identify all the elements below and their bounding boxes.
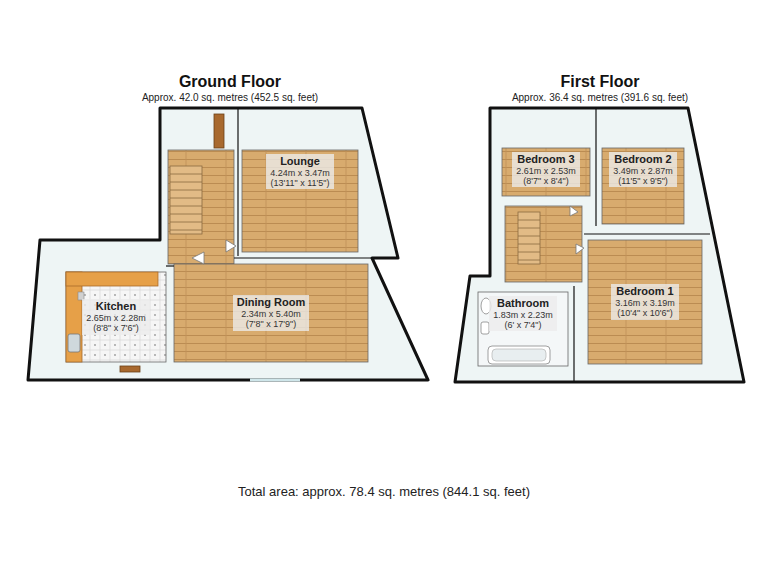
room-name: Lounge [270,155,330,168]
room-dimension: (10'4" x 10'6") [615,308,675,318]
bedroom-floor [502,148,590,196]
front-door [214,114,224,148]
room-label: Bedroom 13.16m x 3.19m(10'4" x 10'6") [611,284,679,319]
room-label: Kitchen2.65m x 2.28m(8'8" x 7'6") [82,299,150,334]
bedroom-floor [588,240,702,364]
door-leaf [576,244,584,254]
room-dimension: 2.61m x 2.53m [516,166,576,176]
floor-heading: First Floor [450,72,750,91]
room-dimension: 2.65m x 2.28m [86,313,146,323]
room-area: Kitchen2.65m x 2.28m(8'8" x 7'6") [66,272,166,362]
room-area: Bedroom 23.49m x 2.87m(11'5" x 9'5") [602,148,684,224]
room-dimension: 4.24m x 3.47m [270,168,330,178]
bath-tub [488,346,550,364]
room-name: Bedroom 2 [613,153,673,166]
door-leaf [570,206,578,216]
room-label: Bedroom 32.61m x 2.53m(8'7" x 8'4") [512,152,580,187]
window [250,379,300,382]
door-leaf [192,252,204,264]
floor-heading: Ground Floor [20,72,440,91]
floor-area: Approx. 42.0 sq. metres (452.5 sq. feet) [20,91,440,104]
floor-plan-level: First FloorApprox. 36.4 sq. metres (391.… [450,72,750,388]
partition-wall [584,233,710,234]
kitchen-sink [68,334,80,352]
room-area: Bedroom 13.16m x 3.19m(10'4" x 10'6") [588,240,702,364]
room-area: Bathroom1.83m x 2.23m(6' x 7'4") [478,292,568,366]
lounge-floor [242,150,358,252]
door-leaf [226,240,236,252]
room-name: Bathroom [493,297,553,310]
stair-flight [518,212,540,264]
room-dimension: (7'8" x 17'9") [237,319,305,329]
partition-wall [237,108,238,256]
bedroom-floor [602,148,684,224]
room-dimension: 3.16m x 3.19m [615,298,675,308]
total-area-caption: Total area: approx. 78.4 sq. metres (844… [0,484,768,499]
stair-treads [518,220,540,260]
partition-wall [595,108,596,226]
room-label: Bathroom1.83m x 2.23m(6' x 7'4") [489,296,557,331]
dining-floor [174,264,368,362]
partition-wall [573,286,574,382]
stair-flight [170,166,202,234]
room-label: Lounge4.24m x 3.47m(13'11" x 11'5") [266,154,334,189]
room-dimension: (8'8" x 7'6") [86,323,146,333]
room-name: Dining Room [237,296,305,309]
kitchen-counter [66,272,158,286]
room-area: Dining Room2.34m x 5.40m(7'8" x 17'9") [174,264,368,362]
hall-floor [168,150,234,264]
outer-wall [455,108,744,382]
room-dimension: (8'7" x 8'4") [516,176,576,186]
room-dimension: 3.49m x 2.87m [613,166,673,176]
room-name: Kitchen [86,300,146,313]
room-dimension: (11'5" x 9'5") [613,176,673,186]
room-label: Bedroom 23.49m x 2.87m(11'5" x 9'5") [609,152,677,187]
bath-tub [492,349,546,361]
room-area: Bedroom 32.61m x 2.53m(8'7" x 8'4") [502,148,590,196]
bathroom-floor [478,292,568,366]
basin [481,322,489,334]
floor-plan-level: Ground FloorApprox. 42.0 sq. metres (452… [20,72,440,388]
room-dimension: 2.34m x 5.40m [237,309,305,319]
partition-wall [166,265,174,266]
back-door [120,366,140,372]
floor-area: Approx. 36.4 sq. metres (391.6 sq. feet) [450,91,750,104]
room-dimension: (6' x 7'4") [493,320,553,330]
partition-wall [234,257,372,258]
room-label: Dining Room2.34m x 5.40m(7'8" x 17'9") [233,295,309,330]
room-dimension: 1.83m x 2.23m [493,310,553,320]
room-name: Bedroom 1 [615,285,675,298]
stair-treads [170,174,202,230]
landing-floor [505,206,582,282]
room-area: Lounge4.24m x 3.47m(13'11" x 11'5") [242,150,358,252]
room-name: Bedroom 3 [516,153,576,166]
kitchen-floor [66,272,166,362]
room-dimension: (13'11" x 11'5") [270,178,330,188]
outer-wall [28,108,428,380]
